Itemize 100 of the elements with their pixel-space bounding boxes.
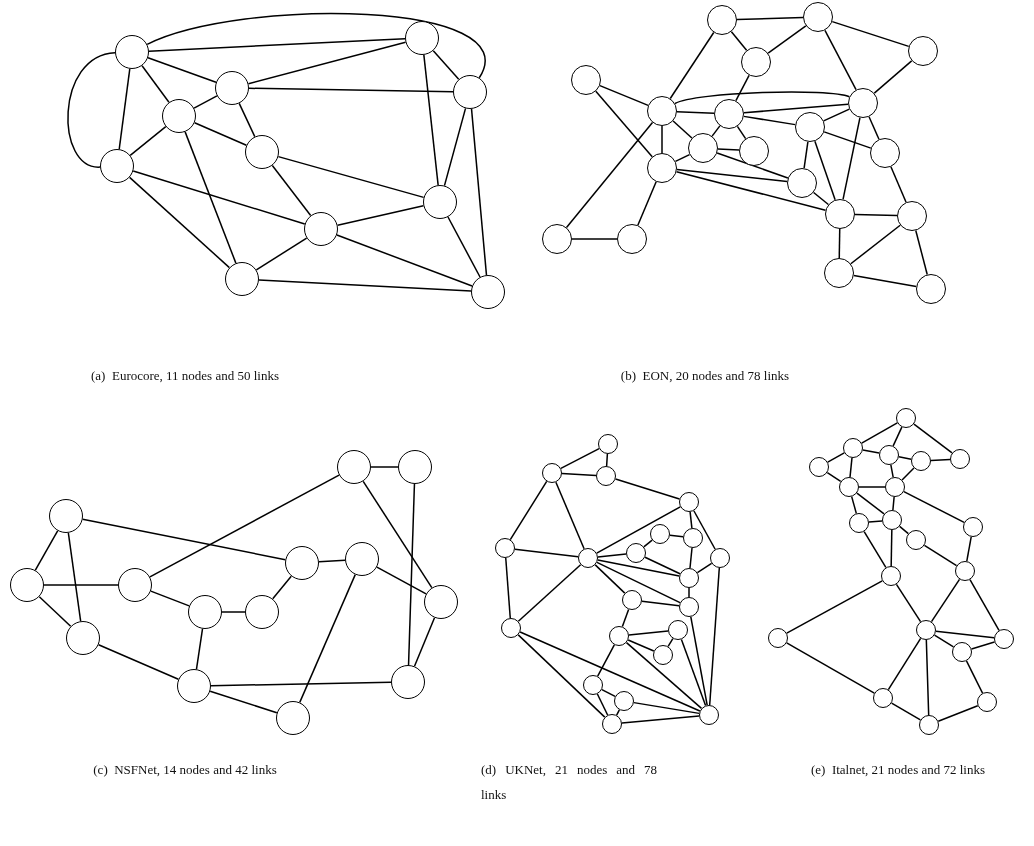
network-node — [398, 450, 432, 484]
link-line — [969, 578, 1000, 632]
link-line — [336, 234, 473, 287]
link-line — [413, 616, 436, 668]
link-line — [141, 64, 170, 104]
link-line — [81, 518, 287, 561]
link-line — [129, 125, 167, 157]
link-line — [596, 693, 609, 716]
link-line — [690, 616, 708, 706]
link-line — [594, 564, 626, 594]
network-node — [598, 434, 618, 454]
link-line — [743, 115, 796, 126]
link-line — [565, 121, 654, 229]
link-line — [597, 553, 627, 558]
link-line — [696, 562, 713, 574]
subfigure-caption: (a) Eurocore, 11 nodes and 50 links — [90, 367, 280, 385]
link-line — [689, 547, 693, 569]
link-line — [644, 556, 681, 575]
link-line — [688, 587, 690, 598]
link-line — [903, 490, 965, 524]
network-node — [950, 449, 970, 469]
network-node — [245, 595, 279, 629]
link-line — [150, 590, 190, 607]
network-node — [337, 450, 371, 484]
link-line — [824, 29, 857, 91]
link-line — [669, 31, 715, 100]
link-line — [470, 108, 488, 276]
link-line — [271, 164, 312, 217]
network-node — [839, 477, 859, 497]
network-node — [809, 457, 829, 477]
network-node — [177, 669, 211, 703]
network-node — [405, 21, 439, 55]
link-line — [596, 644, 616, 677]
link-line — [661, 125, 663, 154]
network-node — [908, 36, 938, 66]
network-node — [614, 691, 634, 711]
link-line — [625, 641, 703, 710]
link-line — [505, 557, 511, 619]
link-line — [767, 25, 807, 54]
link-line — [43, 584, 119, 586]
network-node — [879, 445, 899, 465]
link-line — [672, 120, 693, 139]
link-line — [898, 456, 912, 460]
link-line — [823, 131, 872, 149]
link-line — [621, 608, 630, 628]
link-line — [842, 116, 861, 201]
link-line — [509, 480, 548, 541]
link-line — [890, 702, 922, 721]
link-line — [675, 171, 827, 211]
link-line — [838, 228, 841, 259]
link-line — [935, 630, 995, 639]
link-line — [149, 474, 340, 578]
link-line — [965, 660, 984, 694]
link-line — [708, 567, 721, 706]
link-line — [892, 426, 903, 447]
network-node — [391, 665, 425, 699]
network-node — [683, 528, 703, 548]
link-line — [615, 709, 621, 716]
network-node — [571, 65, 601, 95]
link-line — [595, 90, 653, 158]
network-node — [596, 466, 616, 486]
network-node — [66, 621, 100, 655]
network-node — [955, 561, 975, 581]
link-line — [597, 559, 680, 577]
network-node — [741, 47, 771, 77]
link-line — [67, 532, 82, 622]
network-node — [896, 408, 916, 428]
link-line — [860, 422, 899, 444]
network-node — [739, 136, 769, 166]
network-node — [897, 201, 927, 231]
network-node — [795, 112, 825, 142]
link-line — [601, 688, 616, 698]
link-line — [717, 148, 740, 151]
link-line — [868, 116, 880, 140]
network-node — [115, 35, 149, 69]
link-line — [628, 630, 669, 636]
link-line — [519, 631, 701, 712]
link-line — [247, 41, 407, 85]
network-node — [225, 262, 259, 296]
network-node — [345, 542, 379, 576]
link-line — [849, 457, 853, 478]
link-line — [890, 166, 907, 203]
network-node — [919, 715, 939, 735]
link-line — [786, 580, 883, 634]
network-node — [10, 568, 44, 602]
network-node — [873, 688, 893, 708]
link-line — [850, 224, 901, 265]
network-node — [824, 258, 854, 288]
link-line — [148, 38, 406, 52]
link-line — [822, 108, 851, 122]
link-line — [255, 237, 308, 271]
link-line — [736, 125, 747, 140]
link-line — [238, 102, 256, 138]
link-line — [605, 453, 609, 467]
link-line — [890, 464, 894, 478]
link-line — [667, 637, 674, 648]
link-line — [561, 472, 597, 477]
network-node — [679, 597, 699, 617]
link-line — [862, 449, 880, 454]
link-line — [221, 611, 246, 613]
